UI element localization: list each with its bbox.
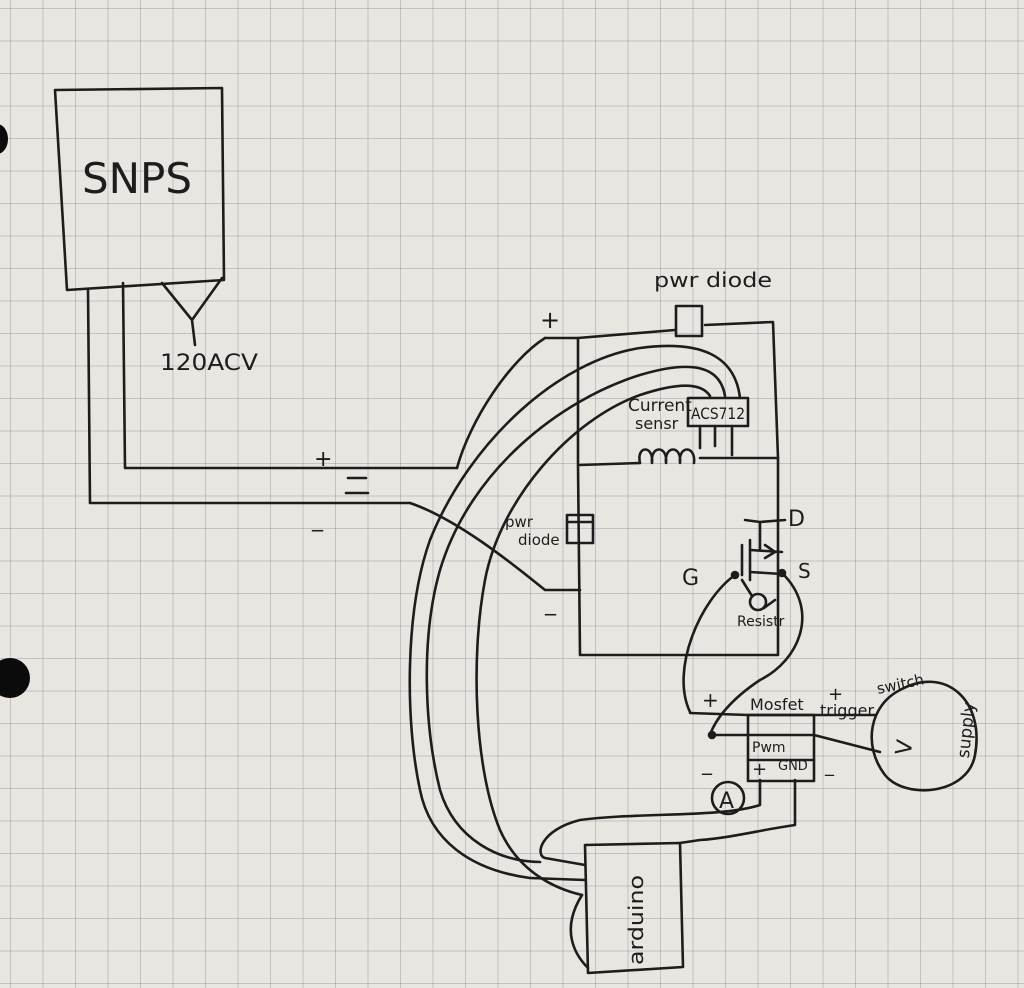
board-inner-bus bbox=[578, 456, 780, 467]
gate-loop-wire bbox=[682, 573, 737, 714]
bus-capacitor bbox=[344, 476, 370, 495]
resistor bbox=[748, 592, 768, 612]
switch-label: switch bbox=[875, 670, 926, 698]
power-diode-top bbox=[674, 304, 704, 338]
snps-negative-wire bbox=[86, 288, 412, 505]
acs712-chip bbox=[686, 396, 750, 428]
mosfet-module-node bbox=[707, 730, 717, 740]
positive-wire-to-board bbox=[455, 336, 547, 470]
mosfet-label: Mosfet bbox=[750, 695, 804, 714]
supply-v-label: V bbox=[892, 738, 919, 756]
snps-label: SNPS bbox=[82, 154, 192, 203]
gnd-minus: _ bbox=[824, 756, 835, 777]
minus-left-bus: _ bbox=[311, 507, 324, 532]
power-diode-side bbox=[565, 513, 595, 545]
mosfet-g-label: G bbox=[682, 566, 699, 591]
mosfet-module-top-wire bbox=[688, 711, 877, 717]
mosfet-s-label: S bbox=[798, 559, 811, 583]
ammeter-label: A bbox=[719, 789, 734, 814]
snps-positive-wire bbox=[121, 281, 459, 470]
trigger-label: trigger bbox=[820, 701, 874, 720]
pwm-label: Pwm bbox=[752, 740, 786, 756]
main-board bbox=[543, 320, 780, 657]
trigger-plus: + bbox=[828, 684, 843, 705]
mosfet-d-label: D bbox=[788, 507, 805, 532]
current-sensor-label-2: sensr bbox=[635, 414, 679, 433]
mosfet-minus: _ bbox=[701, 751, 713, 775]
binder-hole-top bbox=[0, 124, 8, 154]
pwr-diode-side-label-2: diode bbox=[518, 531, 560, 549]
acs712-pins bbox=[698, 424, 734, 457]
arduino-gnd-wire bbox=[678, 778, 797, 845]
resistor-leads bbox=[740, 578, 777, 610]
sensor-wire-1 bbox=[408, 344, 742, 880]
sensor-wire-3 bbox=[475, 384, 712, 897]
arduino-box bbox=[583, 841, 685, 975]
mosfet-module-mid-wire bbox=[710, 733, 882, 754]
mosfet-symbol bbox=[740, 518, 787, 582]
gnd-label: GND bbox=[778, 759, 808, 774]
arduino-wire-loop bbox=[528, 876, 587, 882]
arduino-label: arduino bbox=[624, 875, 648, 965]
snps-box bbox=[53, 86, 226, 292]
pwr-diode-side-label-1: pwr bbox=[505, 513, 534, 531]
sensor-wire-2 bbox=[425, 365, 727, 864]
plus-left-bus: + bbox=[314, 447, 332, 472]
mosfet-plus: + bbox=[702, 688, 719, 712]
resistor-label: Resistr bbox=[737, 614, 785, 630]
plus-top-left: + bbox=[540, 306, 560, 334]
acs712-label: ACS712 bbox=[691, 404, 745, 423]
arduino-lower-wire bbox=[569, 893, 590, 970]
current-sensor-label-1: Current bbox=[628, 396, 692, 416]
arduino-pwm-wire bbox=[539, 778, 762, 867]
pwr-diode-top-label: pwr diode bbox=[654, 268, 772, 292]
current-sensor-coil bbox=[638, 448, 696, 465]
supply-switch bbox=[870, 680, 978, 792]
ac-input-label: 120ACV bbox=[160, 351, 258, 376]
ac-input-plug bbox=[160, 276, 224, 347]
minus-board: _ bbox=[544, 591, 557, 616]
pwm-plus: + bbox=[752, 759, 767, 780]
ammeter bbox=[710, 780, 746, 816]
source-loop-wire bbox=[708, 571, 804, 737]
board-top-left-edge bbox=[576, 328, 677, 340]
